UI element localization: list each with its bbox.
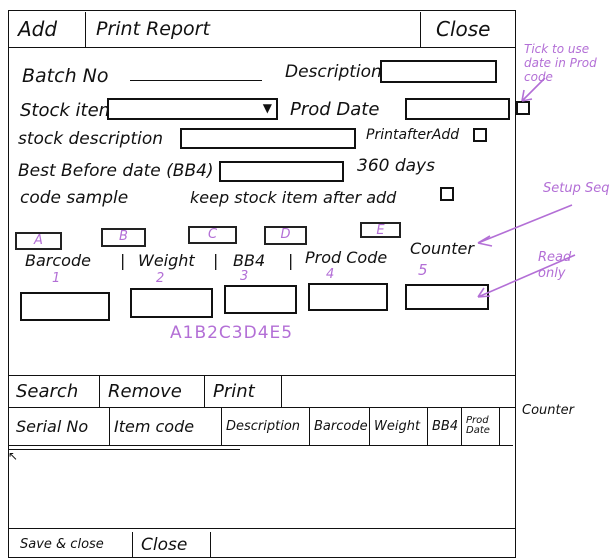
column-bb4[interactable]: BB4 [428,407,462,445]
divider [8,407,516,408]
divider [8,445,513,446]
annotation-tick-date: Tick to use date in Prod code [524,42,597,84]
keep-stock-item-label: keep stock item after add [190,188,397,207]
description-label: Description [285,62,382,82]
code-sample-value: A1B2C3D4E5 [170,323,294,343]
print-report-button[interactable]: Print Report [96,18,210,40]
best-before-input[interactable] [219,161,344,182]
divider [8,528,516,529]
arrow-icon [477,254,576,298]
divider [8,47,516,48]
seq-label-counter: Counter [410,239,474,258]
keep-stock-item-checkbox[interactable] [440,187,454,201]
seq-letter-c[interactable]: C [188,226,237,244]
counter-seq-input [405,284,489,310]
column-prod-date[interactable]: Prod Date [462,407,500,445]
seq-label-barcode: Barcode [25,251,91,270]
separator: | [288,251,294,270]
seq-number: 4 [326,267,335,282]
barcode-seq-input[interactable] [20,292,110,321]
annotation-setup-seq: Setup Seq [543,181,610,196]
stock-description-input[interactable] [180,128,356,149]
print-after-add-label: PrintafterAdd [366,127,460,143]
prod-code-seq-input[interactable] [308,283,388,311]
column-description[interactable]: Description [222,407,310,445]
add-button[interactable]: Add [18,17,58,41]
print-after-add-checkbox[interactable] [473,128,487,142]
column-barcode[interactable]: Barcode [310,407,370,445]
annotation-read-only: Read only [538,250,572,281]
seq-letter-e[interactable]: E [360,222,401,238]
seq-label-prod-code: Prod Code [305,248,388,267]
cursor-icon: ↖ [8,449,19,463]
seq-number: 1 [52,271,61,286]
bb4-seq-input[interactable] [224,285,297,314]
description-input[interactable] [380,60,497,83]
close-button[interactable]: Close [436,17,491,41]
save-close-button[interactable]: Save & close [12,532,133,557]
seq-letter-b[interactable]: B [101,228,146,247]
footer-close-button[interactable]: Close [133,532,211,557]
best-before-label: Best Before date (BB4) [18,161,214,181]
separator: | [120,251,126,270]
prod-date-input[interactable] [405,98,510,120]
seq-number: 2 [156,271,165,286]
separator: | [213,251,219,270]
code-sample-label: code sample [20,188,129,208]
arrow-icon [477,204,573,247]
table-scrollbar[interactable] [8,449,240,450]
seq-number: 5 [418,261,428,279]
chevron-down-icon: ▼ [262,101,272,115]
batch-no-label: Batch No [22,65,109,87]
seq-number: 3 [240,269,249,284]
stock-item-label: Stock item [20,100,117,121]
print-button[interactable]: Print [205,376,282,407]
seq-label-bb4: BB4 [233,251,266,270]
seq-label-weight: Weight [138,251,195,270]
divider [420,12,421,47]
divider [8,375,516,376]
arrow-icon [521,77,546,102]
seq-letter-d[interactable]: D [264,226,307,245]
stock-item-select[interactable]: ▼ [107,98,278,120]
days-label: 360 days [357,156,435,176]
use-date-checkbox[interactable] [516,101,530,115]
column-weight[interactable]: Weight [370,407,428,445]
weight-seq-input[interactable] [130,288,213,318]
seq-letter-a[interactable]: A [15,232,62,250]
remove-button[interactable]: Remove [100,376,205,407]
column-item-code[interactable]: Item code [110,407,222,445]
column-serial-no[interactable]: Serial No [8,407,110,445]
batch-no-input[interactable] [130,80,262,81]
search-button[interactable]: Search [8,376,100,407]
prod-date-label: Prod Date [290,99,380,120]
divider [85,12,86,47]
counter-column-note: Counter [522,403,574,418]
stock-description-label: stock description [18,129,164,149]
